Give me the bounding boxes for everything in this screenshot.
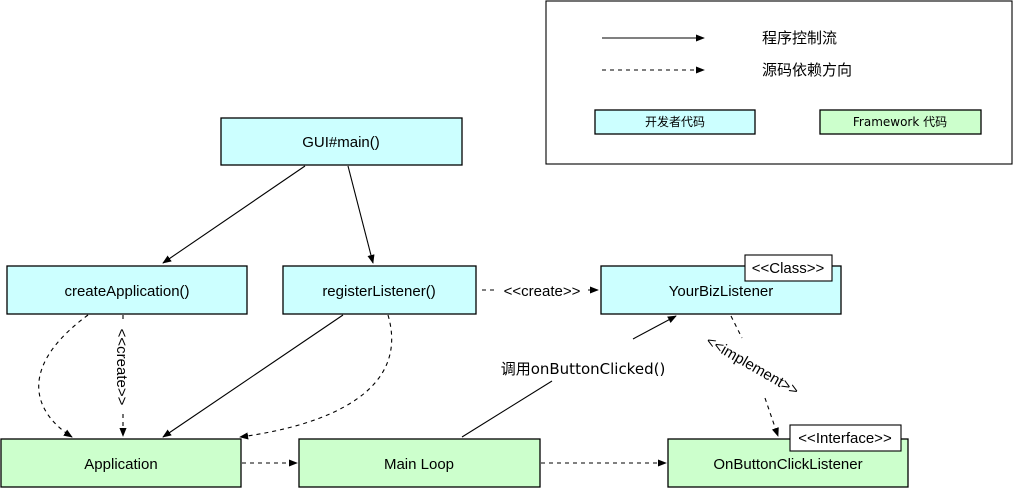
node-register-listener: registerListener() <box>282 265 477 315</box>
edge-call-upper-segment <box>632 315 677 340</box>
legend-dev-label: 开发者代码 <box>645 114 705 129</box>
edge-implement-bottom <box>764 397 779 437</box>
edge-main-to-register-listener <box>347 165 375 264</box>
stereotype-class-tag <box>744 254 833 282</box>
node-application-label: Application <box>84 456 157 473</box>
stereotype-class-label: <<Class>> <box>752 260 825 277</box>
stereotype-interface-label: <<Interface>> <box>798 430 892 447</box>
node-your-biz-listener-label: YourBizListener <box>669 283 774 300</box>
node-your-biz-listener: YourBizListener <<Class>> <box>600 254 842 315</box>
legend-framework-swatch <box>819 109 982 135</box>
node-gui-main-label: GUI#main() <box>302 134 380 151</box>
node-register-listener-label: registerListener() <box>322 283 435 300</box>
edge-main-to-create-application <box>162 165 306 264</box>
legend-solid-label: 程序控制流 <box>762 29 837 47</box>
edge-label-call-on-button-clicked: 调用onButtonClicked() <box>501 360 666 378</box>
node-gui-main: GUI#main() <box>220 117 463 166</box>
node-create-application: createApplication() <box>6 265 248 315</box>
node-application: Application <box>0 438 242 488</box>
node-on-button-click-listener-label: OnButtonClickListener <box>713 456 862 473</box>
edge-label-create-horizontal: <<create>> <box>504 283 581 300</box>
legend: 程序控制流 源码依赖方向 开发者代码 Framework 代码 <box>545 0 1013 165</box>
edge-create-application-curve <box>38 314 89 438</box>
legend-frame <box>545 0 1013 165</box>
edge-label-create-vertical: <<create>> <box>113 329 130 406</box>
legend-dashed-label: 源码依赖方向 <box>762 61 852 79</box>
node-main-loop-label: Main Loop <box>384 456 454 473</box>
node-on-button-click-listener: OnButtonClickListener <<Interface>> <box>667 424 909 488</box>
legend-dev-swatch <box>594 109 756 135</box>
node-main-loop: Main Loop <box>298 438 541 488</box>
node-create-application-label: createApplication() <box>64 283 189 300</box>
edge-label-implement: <<implement>> <box>703 333 802 400</box>
edges <box>38 165 779 467</box>
edge-implement-top <box>730 315 743 339</box>
edge-call-lower-segment <box>461 380 553 438</box>
edge-register-curve-to-application <box>239 314 393 440</box>
legend-framework-label: Framework 代码 <box>853 115 947 129</box>
edge-register-to-application <box>162 314 344 438</box>
stereotype-interface-tag <box>789 424 902 452</box>
